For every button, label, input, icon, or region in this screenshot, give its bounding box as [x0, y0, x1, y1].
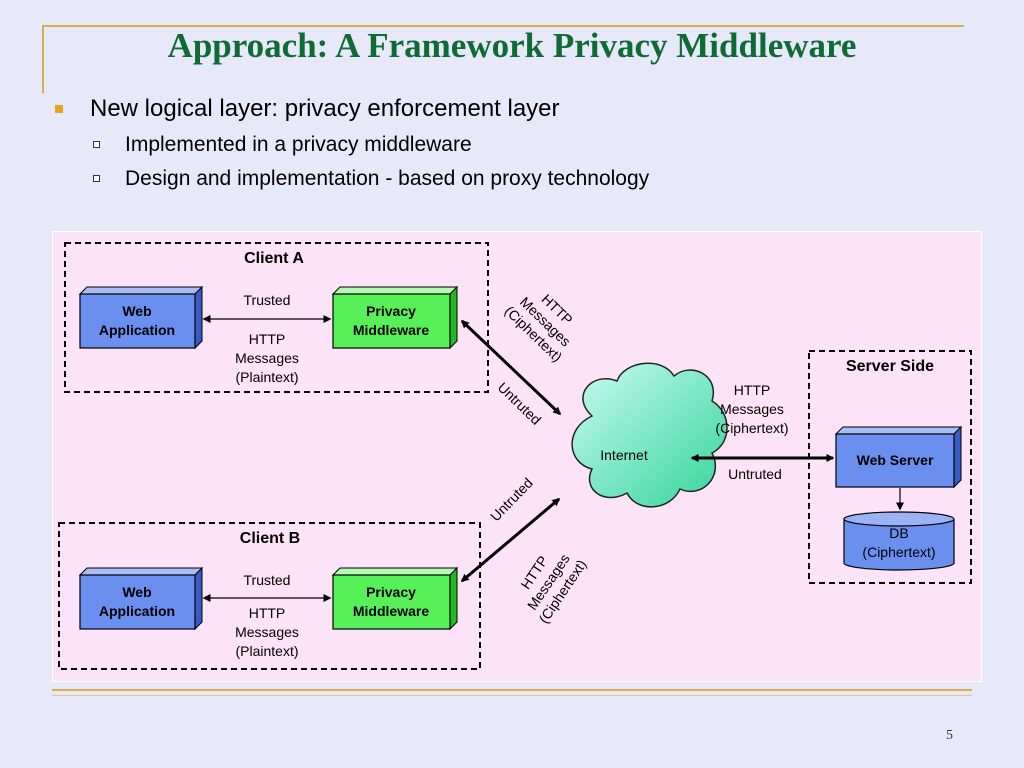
client-b-privacy-middleware-box: Privacy Middleware — [331, 566, 459, 631]
bullet-text: Implemented in a privacy middleware — [125, 133, 472, 156]
bullet-text: New logical layer: privacy enforcement l… — [90, 95, 560, 122]
client-b-group: Client B Web Application Privacy Middlew… — [58, 522, 481, 670]
middleware-label-line: Middleware — [353, 603, 429, 619]
server-side-dashed-boundary — [808, 350, 972, 584]
hollow-square-bullet-icon — [93, 175, 100, 182]
trusted-label: Trusted — [244, 292, 291, 308]
web-app-label-line: Web — [122, 584, 151, 600]
top-rule — [42, 25, 964, 27]
server-ciphertext-label-line: (Ciphertext) — [715, 420, 788, 436]
client-b-internet-arrow — [460, 497, 561, 583]
web-server-box: Web Server — [834, 425, 963, 489]
plaintext-label-line: Messages — [235, 350, 299, 366]
client-a-internet-arrow — [460, 319, 562, 416]
bottom-rule — [52, 689, 972, 691]
middleware-label-line: Privacy — [366, 303, 416, 319]
server-side-group: Server Side Web Server DB (Ciphertext) — [808, 350, 972, 584]
plaintext-label-line: (Plaintext) — [235, 369, 298, 385]
web-app-label-line: Web — [122, 303, 151, 319]
client-a-label: Client A — [244, 250, 304, 267]
server-ciphertext-label-line: Messages — [720, 401, 784, 417]
plaintext-label-line: Messages — [235, 624, 299, 640]
client-a-privacy-middleware-box: Privacy Middleware — [331, 285, 459, 350]
middleware-label-line: Middleware — [353, 322, 429, 338]
client-b-dashed-boundary — [58, 522, 481, 670]
db-label-line: DB — [889, 525, 908, 541]
server-untrusted-label: Untruted — [728, 466, 782, 482]
server-ciphertext-label-line: HTTP — [734, 382, 771, 398]
web-server-label: Web Server — [857, 452, 934, 468]
internet-label: Internet — [600, 447, 648, 463]
server-side-label: Server Side — [846, 358, 934, 375]
bullet-text: Design and implementation - based on pro… — [125, 167, 650, 190]
page-number: 5 — [946, 728, 953, 743]
trusted-label: Trusted — [244, 572, 291, 588]
client-b-label: Client B — [240, 530, 300, 547]
client-a-dashed-boundary — [64, 242, 489, 393]
slide-title: Approach: A Framework Privacy Middleware — [167, 26, 857, 65]
middleware-label-line: Privacy — [366, 584, 416, 600]
plaintext-label-line: (Plaintext) — [235, 643, 298, 659]
db-label-line: (Ciphertext) — [862, 544, 935, 560]
plaintext-label-line: HTTP — [249, 605, 286, 621]
web-app-label-line: Application — [99, 603, 175, 619]
client-b-web-application-box: Web Application — [78, 566, 204, 631]
architecture-diagram: Client A Web Application Privacy Middlew… — [52, 231, 982, 682]
square-bullet-icon — [55, 105, 63, 113]
client-a-web-application-box: Web Application — [78, 285, 204, 350]
bottom-rule-thin — [52, 695, 972, 696]
web-app-label-line: Application — [99, 322, 175, 338]
database-cylinder-icon: DB (Ciphertext) — [843, 511, 955, 571]
left-rule — [42, 25, 44, 93]
internet-cloud-icon: Internet — [571, 362, 728, 508]
plaintext-label-line: HTTP — [249, 331, 286, 347]
hollow-square-bullet-icon — [93, 141, 100, 148]
client-a-group: Client A Web Application Privacy Middlew… — [64, 242, 489, 393]
